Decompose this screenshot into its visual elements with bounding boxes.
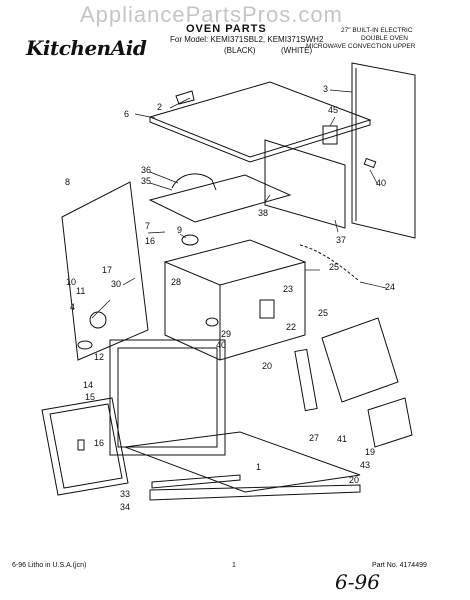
blower-duct-part — [171, 173, 217, 191]
callout-label: 29 — [221, 329, 231, 339]
callout-label: 19 — [365, 447, 375, 457]
door-gasket-part — [41, 397, 129, 496]
leader-lines — [91, 89, 387, 319]
oven-cavity-part — [163, 239, 307, 286]
callout-label: 11 — [76, 286, 85, 296]
callout-label: 25 — [318, 308, 328, 318]
callout-label: 23 — [283, 284, 293, 294]
callout-label: 6 — [124, 109, 129, 119]
callout-label: 14 — [83, 380, 93, 390]
callout-label: 36 — [141, 165, 151, 175]
callout-label: 20 — [262, 361, 272, 371]
callout-label: 3 — [323, 84, 328, 94]
rear-panel-part — [264, 139, 346, 229]
callout-label: 8 — [65, 177, 70, 187]
callout-label: 45 — [328, 105, 338, 115]
callout-label: 4 — [70, 302, 75, 312]
callout-label: 33 — [120, 489, 130, 499]
finish-black-label: (BLACK) — [224, 46, 256, 55]
component-45-part — [322, 125, 338, 145]
component-39-part — [363, 157, 377, 169]
bracket-part — [175, 90, 195, 105]
footer-part-number: Part No. 4174499 — [372, 562, 427, 569]
lamp-part — [205, 317, 219, 327]
callout-label: 1 — [256, 462, 261, 472]
component-16-part — [77, 439, 85, 451]
brand-logo: KitchenAid — [26, 36, 147, 60]
vent-strip-part — [151, 474, 241, 489]
callout-label: 17 — [102, 265, 112, 275]
rear-cover-part — [351, 62, 416, 239]
side-panel-part — [61, 181, 149, 361]
callout-label: 16 — [94, 438, 104, 448]
watermark: AppliancePartsPros.com — [80, 2, 343, 27]
callout-label: 15 — [85, 392, 95, 402]
callout-label: 40 — [376, 178, 386, 188]
handwritten-note: 6-96 — [335, 570, 380, 594]
control-board-part — [259, 299, 275, 319]
callout-label: 2 — [157, 102, 162, 112]
callout-label: 28 — [171, 277, 181, 287]
description-line-3: MICROWAVE CONVECTION UPPER — [306, 43, 416, 50]
top-panel-part — [148, 81, 372, 158]
model-line: For Model: KEMI371SBL2, KEMI371SWH2 — [170, 35, 324, 44]
description-line-2: DOUBLE OVEN — [361, 35, 408, 42]
callout-label: 43 — [360, 460, 370, 470]
footer-litho: 6-96 Litho in U.S.A.(jcn) — [12, 562, 87, 569]
thermostat-part — [181, 234, 199, 246]
callout-label: 25 — [329, 262, 339, 272]
callout-label: 40 — [216, 340, 226, 350]
description-line-1: 27" BUILT-IN ELECTRIC — [341, 27, 413, 34]
callout-label: 38 — [258, 208, 268, 218]
fan-tray-part — [148, 174, 292, 223]
callout-label: 34 — [120, 502, 130, 512]
finish-white-label: (WHITE) — [281, 46, 313, 55]
page-title: OVEN PARTS — [186, 23, 267, 35]
callout-label: 9 — [177, 225, 182, 235]
door-panel-part — [321, 317, 399, 403]
callout-label: 24 — [385, 282, 395, 292]
callout-label: 16 — [145, 236, 155, 246]
callout-label: 10 — [66, 277, 76, 287]
callout-label: 7 — [145, 221, 150, 231]
bracket-41-part — [367, 397, 413, 448]
element-12-part — [77, 340, 93, 350]
callout-label: 35 — [141, 176, 151, 186]
callout-label: 41 — [337, 434, 347, 444]
callout-label: 12 — [94, 352, 104, 362]
footer-page-number: 1 — [232, 562, 236, 569]
callout-label: 27 — [309, 433, 319, 443]
callout-label: 30 — [111, 279, 121, 289]
fan-motor-part — [89, 311, 107, 329]
wiring-harness-part — [299, 244, 359, 281]
bottom-panel-part — [124, 431, 361, 493]
front-frame-part — [109, 339, 226, 456]
callout-label: 20 — [349, 475, 359, 485]
callout-label: 22 — [286, 322, 296, 332]
hinge-part — [294, 348, 318, 412]
bottom-trim-part — [149, 484, 361, 501]
callout-numbers: 2 3 45 6 36 35 8 7 9 38 40 37 17 16 25 2… — [65, 84, 395, 512]
callout-label: 37 — [336, 235, 346, 245]
